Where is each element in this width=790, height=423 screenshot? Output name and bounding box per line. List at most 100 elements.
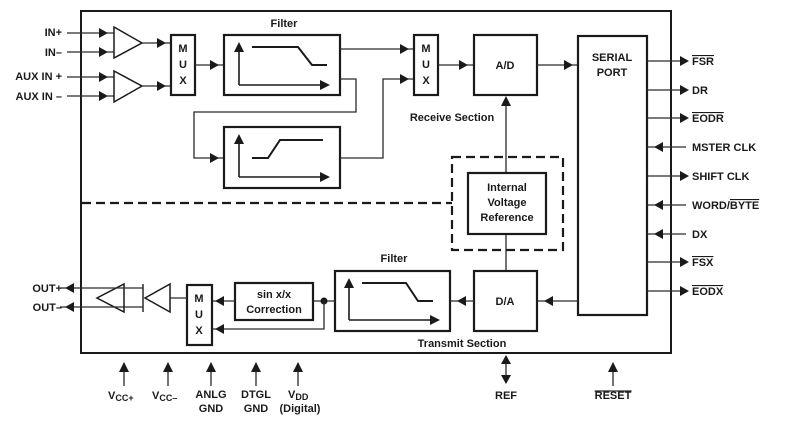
- output-driver-1-icon: [95, 282, 125, 314]
- arrow-right-icon: [680, 171, 689, 181]
- svg-text:WORD/BYTE: WORD/BYTE: [692, 200, 759, 212]
- svg-text:FSX: FSX: [692, 257, 714, 269]
- arrow-right-icon: [680, 85, 689, 95]
- arrow-left-icon: [544, 296, 553, 306]
- svg-text:M: M: [178, 43, 187, 55]
- pin-reset: RESET: [594, 362, 632, 402]
- arrow-up-icon: [206, 362, 216, 372]
- svg-text:EODR: EODR: [692, 113, 724, 125]
- ad-converter: A/D: [472, 33, 539, 97]
- arrow-up-icon: [501, 96, 511, 106]
- arrow-left-icon: [65, 302, 74, 312]
- arrow-right-icon: [680, 56, 689, 66]
- rx-filter-label: Filter: [271, 18, 299, 30]
- svg-text:M: M: [194, 293, 203, 305]
- highpass-curve-icon: [252, 139, 323, 159]
- svg-text:AUX IN +: AUX IN +: [15, 71, 62, 83]
- pin-vcc-plus: VCC+: [108, 362, 134, 403]
- da-converter: D/A: [472, 269, 539, 333]
- arrow-up-icon: [501, 355, 511, 364]
- arrow-right-icon: [99, 28, 108, 38]
- output-pin-out-minus: OUT–: [33, 302, 62, 314]
- input-pin-in-minus: IN–: [45, 47, 114, 59]
- svg-text:GND: GND: [244, 403, 269, 415]
- chip-boundary: [80, 10, 672, 354]
- svg-text:PORT: PORT: [597, 67, 628, 79]
- svg-text:DX: DX: [692, 229, 708, 241]
- svg-text:Internal: Internal: [487, 182, 527, 194]
- arrow-up-icon: [119, 362, 129, 372]
- arrow-right-icon: [680, 113, 689, 123]
- svg-text:D/A: D/A: [496, 296, 515, 308]
- arrow-right-icon: [157, 81, 166, 91]
- mux-transmit: M U X: [185, 283, 214, 347]
- rx-highpass-filter: [222, 125, 342, 190]
- serial-port: SERIAL PORT: [576, 34, 649, 317]
- arrow-right-icon: [99, 91, 108, 101]
- serial-pin-eodx: EODX: [647, 286, 724, 298]
- arrow-right-icon: [400, 74, 409, 84]
- output-pin-out-plus: OUT+: [32, 283, 62, 295]
- serial-pin-dr: DR: [647, 85, 708, 97]
- pin-vdd: VDD (Digital): [280, 362, 321, 415]
- svg-text:FSR: FSR: [692, 56, 714, 68]
- svg-text:SHIFT CLK: SHIFT CLK: [692, 171, 749, 183]
- serial-pin-word-byte: WORD/BYTE: [647, 200, 759, 212]
- serial-pin-shift-clk: SHIFT CLK: [647, 171, 749, 183]
- svg-text:VDD: VDD: [288, 389, 309, 402]
- amplifier-2-icon: [113, 69, 144, 104]
- lowpass-curve-icon: [362, 282, 433, 302]
- arrow-left-icon: [215, 296, 224, 306]
- svg-text:MSTER CLK: MSTER CLK: [692, 142, 756, 154]
- sinx-correction: sin x/x Correction: [233, 281, 315, 322]
- svg-text:Correction: Correction: [246, 304, 302, 316]
- svg-text:IN+: IN+: [45, 27, 62, 39]
- svg-text:VCC–: VCC–: [152, 390, 177, 403]
- svg-text:IN–: IN–: [45, 47, 62, 59]
- arrow-right-icon: [459, 60, 468, 70]
- serial-pin-fsx: FSX: [647, 257, 714, 269]
- rx-lowpass-filter: [222, 33, 342, 97]
- serial-pin-fsr: FSR: [647, 56, 714, 68]
- arrow-left-icon: [65, 283, 74, 293]
- svg-text:DR: DR: [692, 85, 708, 97]
- arrow-left-icon: [215, 324, 224, 334]
- svg-text:U: U: [179, 59, 187, 71]
- input-pin-aux-in-minus: AUX IN –: [16, 91, 114, 103]
- arrow-right-icon: [400, 44, 409, 54]
- output-driver-2-icon: [143, 282, 171, 314]
- tx-filter-label: Filter: [381, 253, 409, 265]
- svg-text:A/D: A/D: [496, 60, 515, 72]
- serial-pin-mster-clk: MSTER CLK: [647, 142, 756, 154]
- internal-voltage-reference: Internal Voltage Reference: [466, 171, 548, 236]
- arrow-down-icon: [501, 375, 511, 384]
- svg-text:DTGL: DTGL: [241, 389, 271, 401]
- svg-text:RESET: RESET: [595, 390, 632, 402]
- svg-text:(Digital): (Digital): [280, 403, 321, 415]
- svg-text:REF: REF: [495, 390, 517, 402]
- tx-lowpass-filter: [333, 269, 452, 333]
- receive-section-label: Receive Section: [410, 112, 495, 124]
- svg-text:M: M: [421, 43, 430, 55]
- svg-text:ANLG: ANLG: [195, 389, 226, 401]
- arrow-right-icon: [680, 286, 689, 296]
- arrow-up-icon: [163, 362, 173, 372]
- svg-text:X: X: [195, 325, 203, 337]
- arrow-right-icon: [680, 257, 689, 267]
- arrow-left-icon: [654, 229, 663, 239]
- svg-text:U: U: [422, 59, 430, 71]
- arrow-right-icon: [210, 153, 219, 163]
- svg-text:Voltage: Voltage: [488, 197, 527, 209]
- svg-text:VCC+: VCC+: [108, 390, 134, 403]
- svg-text:Reference: Reference: [480, 212, 533, 224]
- amplifier-1-icon: [113, 25, 144, 60]
- arrow-up-icon: [251, 362, 261, 372]
- pin-ref: REF: [495, 355, 517, 402]
- vref-dashed-boundary: [450, 155, 565, 252]
- arrow-left-icon: [457, 296, 466, 306]
- input-pin-aux-in-plus: AUX IN +: [15, 71, 114, 83]
- arrow-up-icon: [608, 362, 618, 372]
- arrow-left-icon: [654, 142, 663, 152]
- svg-text:GND: GND: [199, 403, 224, 415]
